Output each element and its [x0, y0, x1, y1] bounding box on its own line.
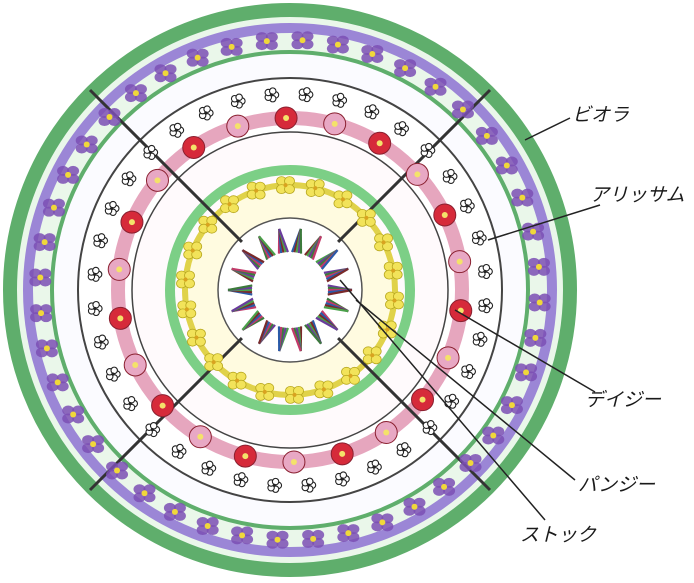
viola-flower-icon — [496, 157, 518, 175]
daisy-label: デイジー — [585, 385, 661, 412]
pansy-flower-icon — [357, 209, 375, 226]
pansy-flower-icon — [247, 182, 265, 199]
viola-flower-icon — [482, 427, 504, 445]
viola-flower-icon — [460, 454, 482, 472]
pansy-flower-icon — [178, 301, 196, 318]
viola-flower-icon — [529, 293, 551, 311]
daisy-flower-icon — [437, 347, 459, 369]
daisy-flower-icon — [369, 132, 391, 154]
daisy-flower-icon — [283, 451, 305, 473]
pansy-flower-icon — [199, 216, 217, 233]
pansy-flower-icon — [363, 347, 381, 364]
pansy-flower-icon — [384, 262, 402, 279]
viola-flower-icon — [425, 78, 447, 96]
viola-flower-icon — [394, 59, 416, 77]
viola-flower-icon — [476, 127, 498, 145]
pansy-flower-icon — [334, 191, 352, 208]
daisy-flower-icon — [109, 307, 131, 329]
viola-flower-icon — [327, 36, 349, 54]
daisy-flower-icon — [324, 113, 346, 135]
viola-flower-icon — [511, 189, 533, 207]
viola-callout-line — [525, 118, 570, 140]
pansy-flower-icon — [306, 180, 324, 197]
viola-flower-icon — [29, 269, 51, 287]
viola-flower-icon — [47, 373, 69, 391]
daisy-flower-icon — [331, 443, 353, 465]
daisy-flower-icon — [406, 163, 428, 185]
viola-flower-icon — [433, 478, 455, 496]
viola-flower-icon — [164, 503, 186, 521]
viola-flower-icon — [501, 396, 523, 414]
pansy-flower-icon — [177, 271, 195, 288]
pansy-flower-icon — [256, 383, 274, 400]
viola-flower-icon — [528, 258, 550, 276]
viola-flower-icon — [106, 462, 128, 480]
daisy-flower-icon — [449, 251, 471, 273]
daisy-flower-icon — [108, 258, 130, 280]
pansy-flower-icon — [385, 292, 403, 309]
viola-flower-icon — [256, 32, 278, 50]
viola-flower-icon — [125, 84, 147, 102]
viola-flower-icon — [267, 531, 289, 549]
pansy-flower-icon — [341, 367, 359, 384]
daisy-flower-icon — [434, 204, 456, 226]
viola-flower-icon — [197, 517, 219, 535]
viola-flower-icon — [43, 199, 65, 217]
viola-flower-icon — [302, 530, 324, 548]
viola-flower-icon — [337, 524, 359, 542]
daisy-flower-icon — [124, 354, 146, 376]
pansy-flower-icon — [285, 386, 303, 403]
daisy-flower-icon — [275, 107, 297, 129]
daisy-flower-icon — [152, 395, 174, 417]
daisy-flower-icon — [375, 422, 397, 444]
daisy-flower-icon — [183, 136, 205, 158]
viola-flower-icon — [76, 135, 98, 153]
pansy-label: パンジー — [578, 470, 655, 497]
viola-flower-icon — [524, 329, 546, 347]
daisy-flower-icon — [146, 169, 168, 191]
pansy-flower-icon — [375, 234, 393, 251]
viola-flower-icon — [36, 339, 58, 357]
daisy-flower-icon — [227, 115, 249, 137]
viola-flower-icon — [82, 435, 104, 453]
pansy-flower-icon — [184, 242, 202, 259]
pansy-flower-icon — [187, 329, 205, 346]
viola-flower-icon — [452, 100, 474, 118]
stock-label: ストック — [520, 520, 596, 547]
pansy-flower-icon — [228, 372, 246, 389]
viola-flower-icon — [133, 484, 155, 502]
viola-flower-icon — [231, 526, 253, 544]
daisy-flower-icon — [121, 211, 143, 233]
pansy-flower-icon — [277, 177, 295, 194]
pansy-flower-icon — [221, 196, 239, 213]
viola-flower-icon — [403, 498, 425, 516]
viola-flower-icon — [361, 45, 383, 63]
daisy-flower-icon — [189, 426, 211, 448]
viola-flower-icon — [62, 405, 84, 423]
viola-flower-icon — [57, 166, 79, 184]
viola-flower-icon — [187, 49, 209, 67]
pansy-flower-icon — [315, 381, 333, 398]
viola-flower-icon — [221, 38, 243, 56]
viola-label: ビオラ — [572, 100, 629, 127]
alyssum-label: アリッサム — [590, 180, 685, 207]
viola-flower-icon — [371, 513, 393, 531]
viola-flower-icon — [34, 233, 56, 251]
viola-flower-icon — [30, 304, 52, 322]
viola-flower-icon — [291, 31, 313, 49]
pansy-flower-icon — [205, 354, 223, 371]
daisy-flower-icon — [234, 445, 256, 467]
viola-flower-icon — [515, 363, 537, 381]
viola-flower-icon — [98, 108, 120, 126]
daisy-flower-icon — [412, 389, 434, 411]
viola-flower-icon — [155, 64, 177, 82]
